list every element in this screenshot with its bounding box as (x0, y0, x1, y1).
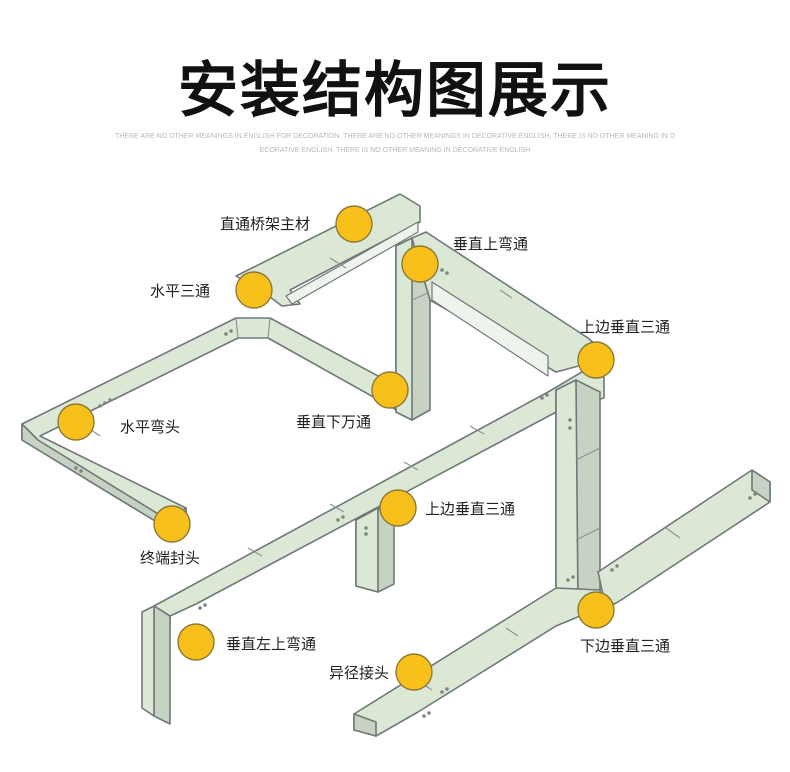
callout-label: 异径接头 (329, 664, 389, 682)
tray-left-drop (141, 605, 171, 725)
callout-label: 下边垂直三通 (580, 637, 670, 655)
tray-upper-main (235, 193, 421, 307)
marker-dot (153, 505, 191, 543)
marker-dot (177, 623, 215, 661)
marker-dot (577, 591, 615, 629)
tray-lower-reducer (353, 587, 605, 737)
callout-label: 垂直上弯通 (453, 235, 528, 253)
marker-dot (379, 489, 417, 527)
callout-straight-tray: 直通桥架主材 (220, 205, 373, 243)
tray-lower-right (597, 469, 771, 609)
callout-label: 直通桥架主材 (220, 215, 310, 233)
callout-label: 上边垂直三通 (425, 500, 515, 518)
tray-right-column (555, 379, 601, 607)
callout-horizontal-elbow: 水平弯头 (57, 403, 180, 441)
callout-label: 终端封头 (140, 549, 200, 567)
callout-upper-vertical-tee-right: 上边垂直三通 (577, 318, 670, 379)
marker-dot (401, 245, 439, 283)
callout-horizontal-tee: 水平三通 (150, 271, 273, 309)
tray-top-right (411, 231, 605, 377)
callout-label: 水平三通 (150, 282, 210, 300)
callout-vertical-up-elbow: 垂直上弯通 (401, 235, 528, 283)
tray-bolt-holes (74, 268, 757, 718)
marker-dot (371, 371, 409, 409)
marker-dot (335, 205, 373, 243)
callout-end-cap: 终端封头 (140, 505, 200, 567)
marker-dot (577, 341, 615, 379)
callout-lower-vertical-tee: 下边垂直三通 (577, 591, 670, 655)
page-title: 安装结构图展示 (178, 56, 612, 126)
callout-label: 水平弯头 (120, 418, 180, 436)
marker-dot (235, 271, 273, 309)
decorative-caption: THERE ARE NO OTHER MEANINGS IN ENGLISH F… (115, 133, 675, 154)
callout-label: 上边垂直三通 (580, 318, 670, 336)
callout-vertical-left-up-elbow: 垂直左上弯通 (177, 623, 316, 661)
callout-upper-vertical-tee-center: 上边垂直三通 (379, 489, 515, 527)
callout-label: 垂直左上弯通 (226, 635, 316, 653)
callout-vertical-down-elbow: 垂直下万通 (296, 371, 409, 431)
callout-label: 垂直下万通 (296, 413, 371, 431)
marker-dot (57, 403, 95, 441)
callout-reducer: 异径接头 (329, 653, 433, 691)
marker-dot (395, 653, 433, 691)
